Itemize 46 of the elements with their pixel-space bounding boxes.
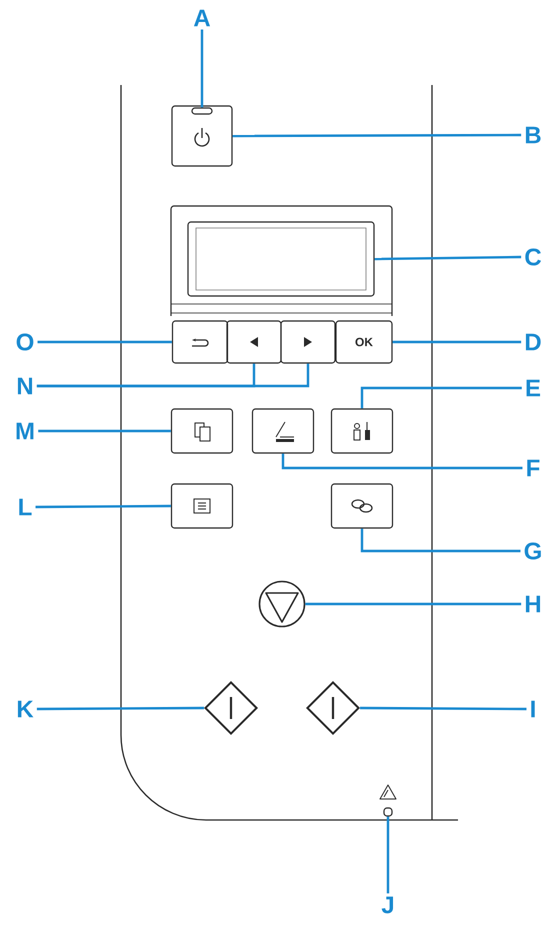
leader-line	[386, 816, 390, 894]
scan-button	[252, 408, 314, 454]
callout-letter: M	[16, 422, 34, 440]
back-button	[172, 320, 228, 364]
lcd-screen	[187, 221, 375, 297]
power-button	[171, 105, 233, 167]
leader-line	[360, 706, 526, 710]
leader-line	[232, 134, 522, 138]
callout-letter: I	[531, 700, 535, 718]
callout-letter: E	[526, 380, 540, 396]
callout-letter: F	[527, 460, 540, 476]
callout-letter: K	[18, 700, 34, 718]
leader-line	[36, 364, 310, 388]
setup-button	[330, 408, 394, 454]
leader-line	[200, 29, 204, 108]
alarm-lamp	[383, 807, 393, 817]
callout-letter: G	[524, 542, 541, 560]
power-lamp	[191, 107, 213, 115]
callout-letter: O	[16, 334, 34, 350]
leader-line	[360, 386, 522, 408]
leader-line	[36, 504, 171, 508]
leader-line	[360, 528, 520, 552]
callout-letter: H	[526, 596, 540, 612]
callout-letter: A	[194, 10, 210, 26]
callout-letter: D	[526, 334, 541, 350]
leader-line	[36, 706, 204, 710]
leader-line	[38, 430, 171, 432]
leader-line	[282, 454, 522, 470]
wireless-button	[330, 483, 394, 529]
callout-letter: N	[18, 378, 32, 394]
start-button	[306, 681, 360, 735]
right-button	[280, 320, 336, 364]
callout-letter: C	[525, 248, 541, 266]
callout-letter: J	[382, 896, 394, 914]
callout-letter: B	[526, 126, 541, 144]
leader-line	[392, 340, 522, 344]
leader-line	[305, 602, 522, 606]
callout-letter: L	[19, 498, 32, 516]
stop-button	[258, 580, 306, 628]
ok-button: OK	[335, 320, 393, 364]
copy-button	[170, 408, 234, 454]
menu-button	[170, 483, 234, 529]
leader-line	[38, 340, 172, 344]
start-button	[204, 681, 258, 735]
left-button	[226, 320, 282, 364]
leader-line	[374, 256, 522, 260]
